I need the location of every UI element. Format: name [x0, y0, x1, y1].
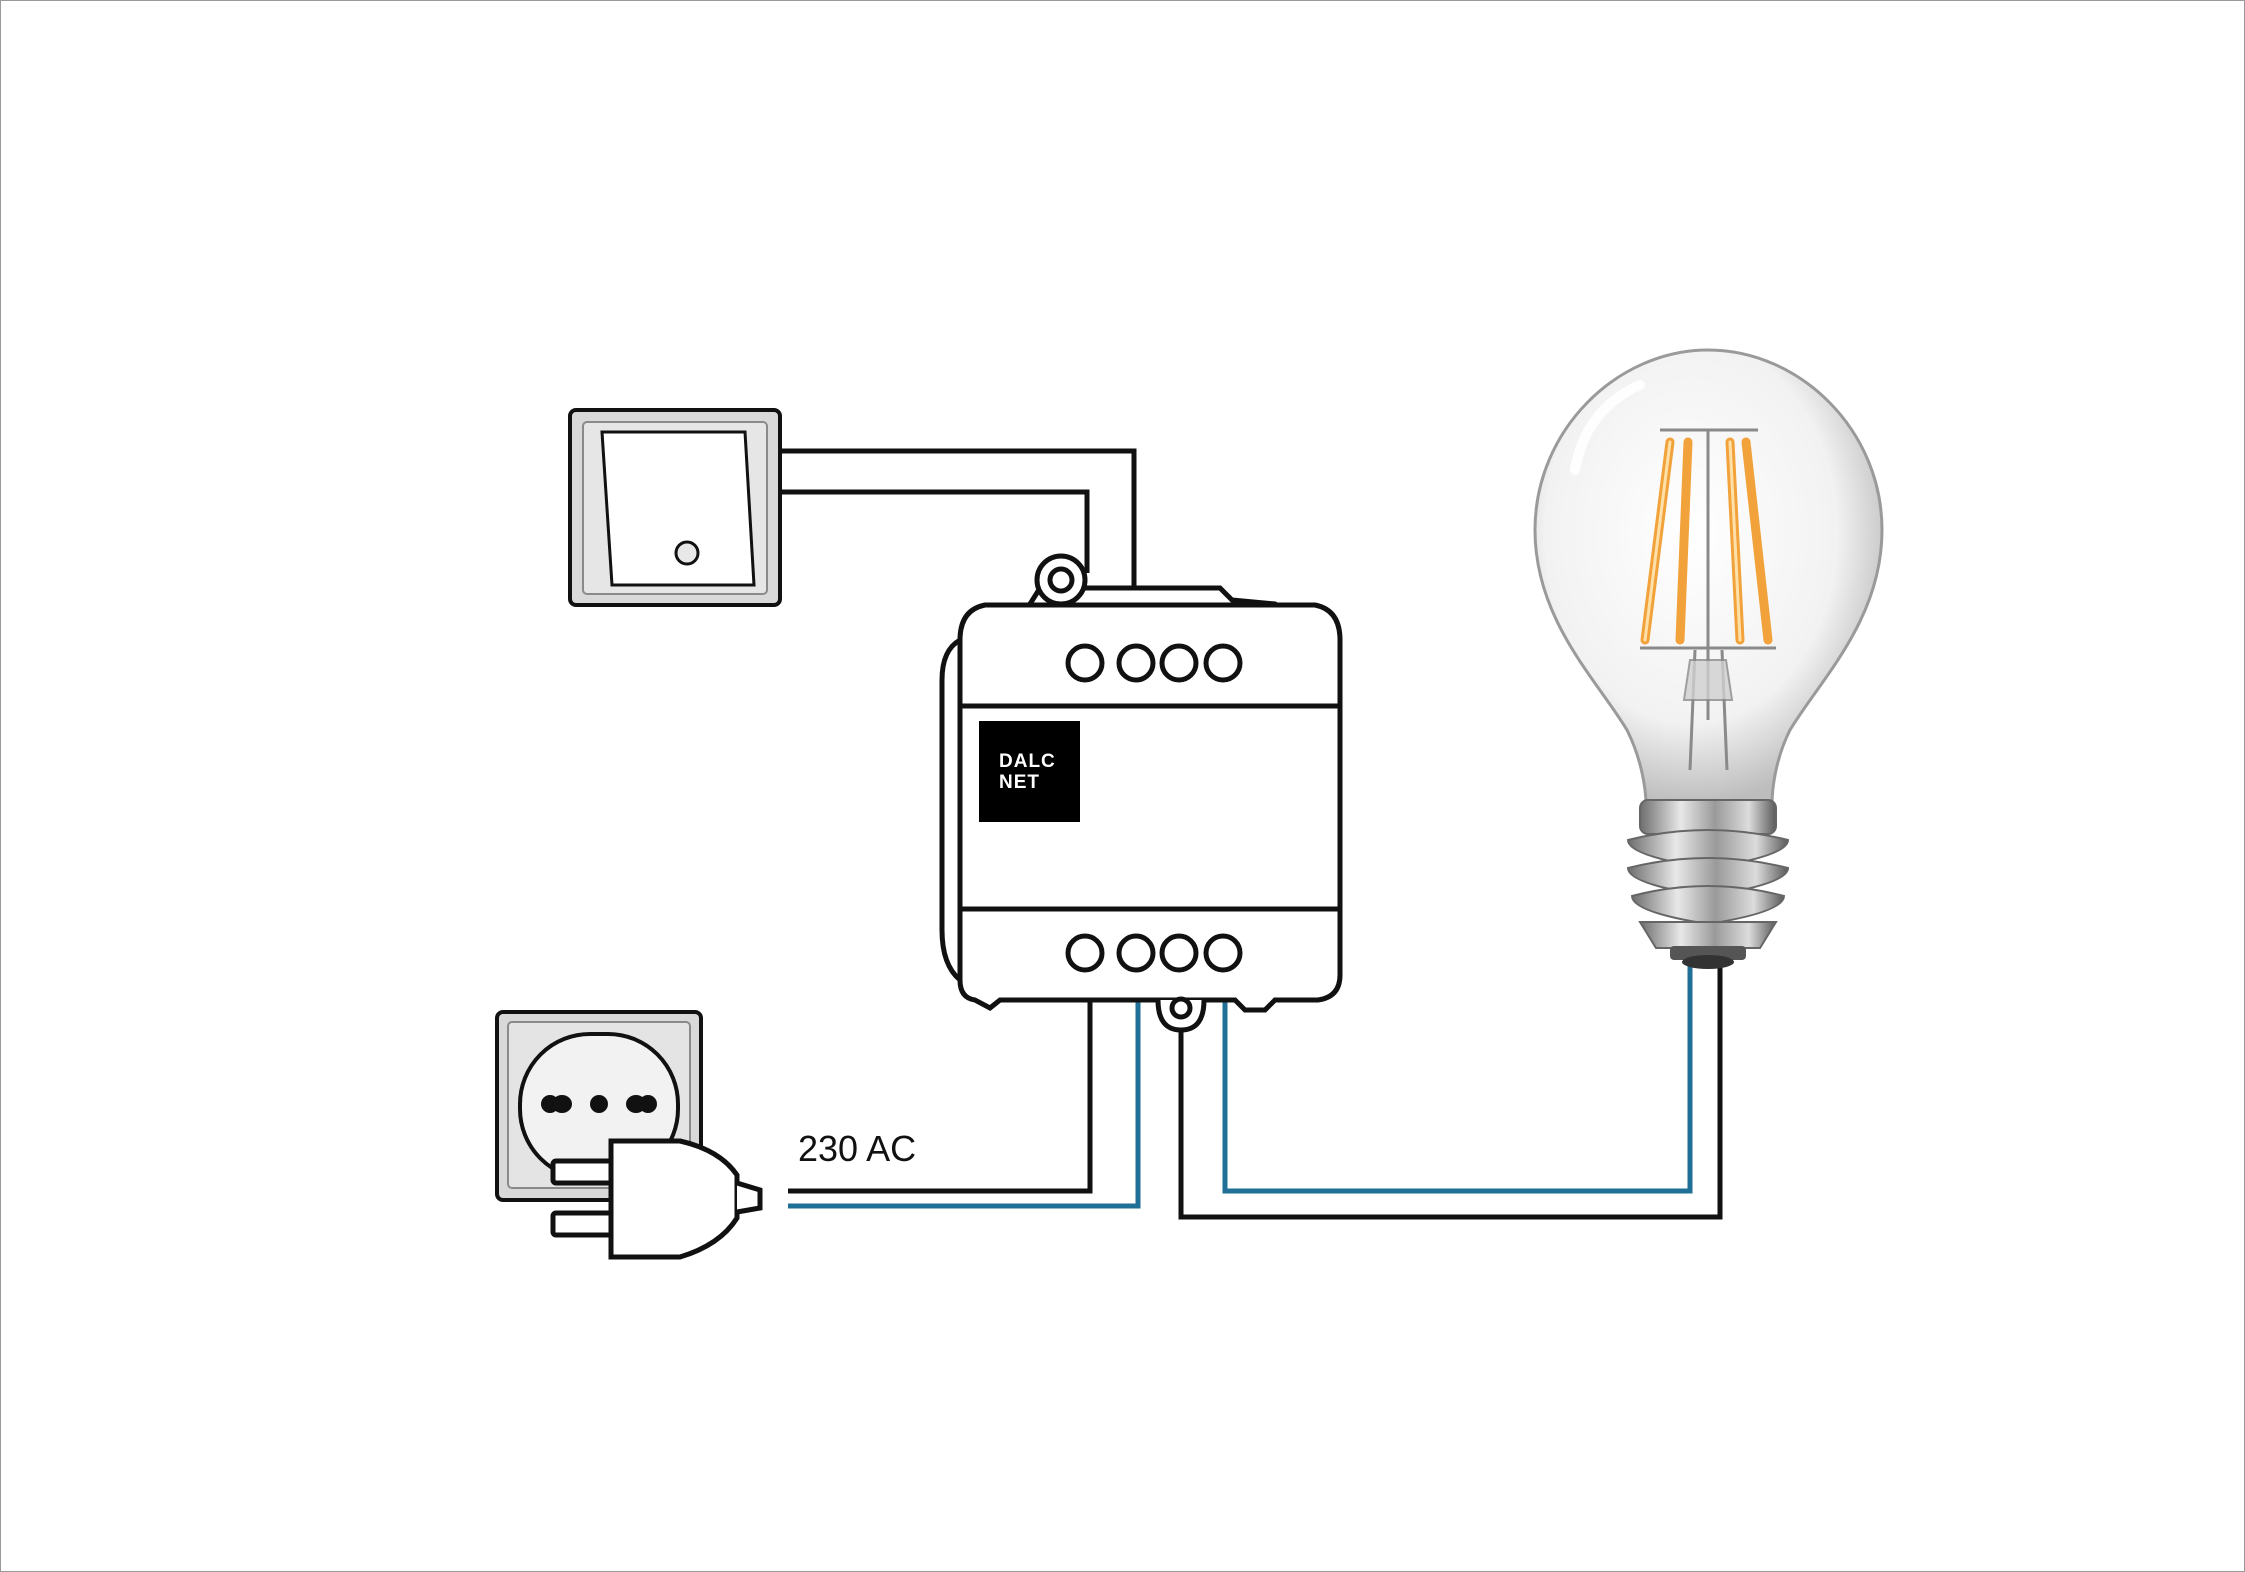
- lamp-wire-blue: [1222, 966, 1693, 1194]
- switch-wire-inner: [781, 489, 1090, 573]
- brand-logo: DALC NET: [979, 721, 1080, 822]
- voltage-label: 230 AC: [798, 1128, 917, 1169]
- power-plug-icon: [550, 1138, 763, 1260]
- filaments: [1640, 437, 1773, 645]
- filament-bulb-icon: [1533, 348, 1884, 969]
- lamp-wire-black: [1178, 966, 1723, 1220]
- bottom-terminals: [1065, 933, 1243, 973]
- top-terminals: [1065, 643, 1243, 683]
- brand-line-1: DALC: [999, 751, 1056, 772]
- switch-wires: [781, 448, 1137, 590]
- mains-wire-black: [788, 1000, 1093, 1194]
- switch-wire-outer: [781, 448, 1137, 590]
- top-knob: [1034, 553, 1088, 607]
- mains-wires: [788, 1000, 1141, 1209]
- lamp-wires: [1178, 966, 1723, 1220]
- wall-switch-icon: [568, 408, 782, 607]
- brand-line-2: NET: [999, 772, 1040, 793]
- mains-wire-blue: [788, 1000, 1141, 1209]
- dimmer-module-icon: [939, 553, 1343, 1033]
